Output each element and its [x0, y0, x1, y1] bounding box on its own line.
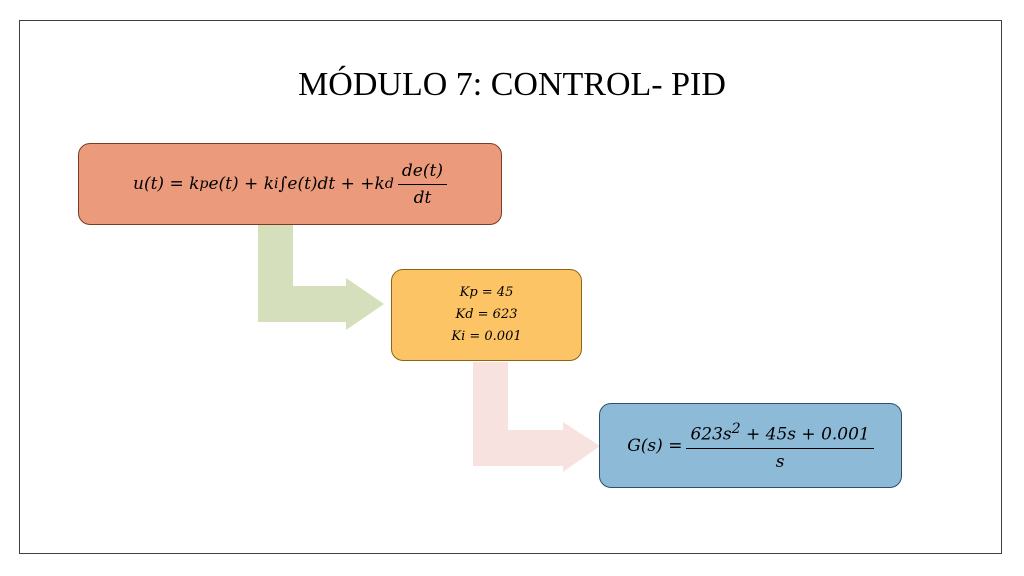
gain-kd: Kd = 623 [455, 307, 518, 322]
arrow-pid-to-gains [258, 225, 384, 330]
gain-ki: Ki = 0.001 [451, 329, 522, 344]
tf-numerator: 623s2 + 45s + 0.001 [686, 418, 874, 449]
tf-num-prefix: 623s [690, 424, 732, 445]
derivative-numerator: de(t) [397, 160, 447, 185]
gains-box: Kp = 45 Kd = 623 Ki = 0.001 [391, 269, 582, 361]
kp-subscript: p [199, 176, 209, 192]
tf-fraction: 623s2 + 45s + 0.001 s [686, 418, 874, 473]
derivative-fraction: de(t) dt [397, 160, 447, 209]
tf-num-exponent: 2 [731, 421, 741, 438]
ki-subscript: i [274, 176, 279, 192]
transfer-function: G(s) = 623s2 + 45s + 0.001 s [627, 418, 874, 473]
pid-proportional-term: e(t) + k [208, 174, 274, 194]
derivative-denominator: dt [413, 187, 432, 208]
kd-subscript: d [384, 176, 394, 192]
slide-title: MÓDULO 7: CONTROL- PID [298, 66, 726, 103]
pid-lhs: u(t) = k [133, 174, 200, 194]
tf-num-suffix: + 45s + 0.001 [740, 424, 870, 445]
transfer-function-box: G(s) = 623s2 + 45s + 0.001 s [599, 403, 902, 488]
tf-denominator: s [775, 451, 785, 472]
gain-kp: Kp = 45 [459, 285, 514, 300]
arrow-gains-to-tf [473, 362, 600, 472]
tf-lhs: G(s) = [627, 435, 683, 456]
pid-integral-term: ∫e(t)dt + +k [278, 174, 385, 194]
